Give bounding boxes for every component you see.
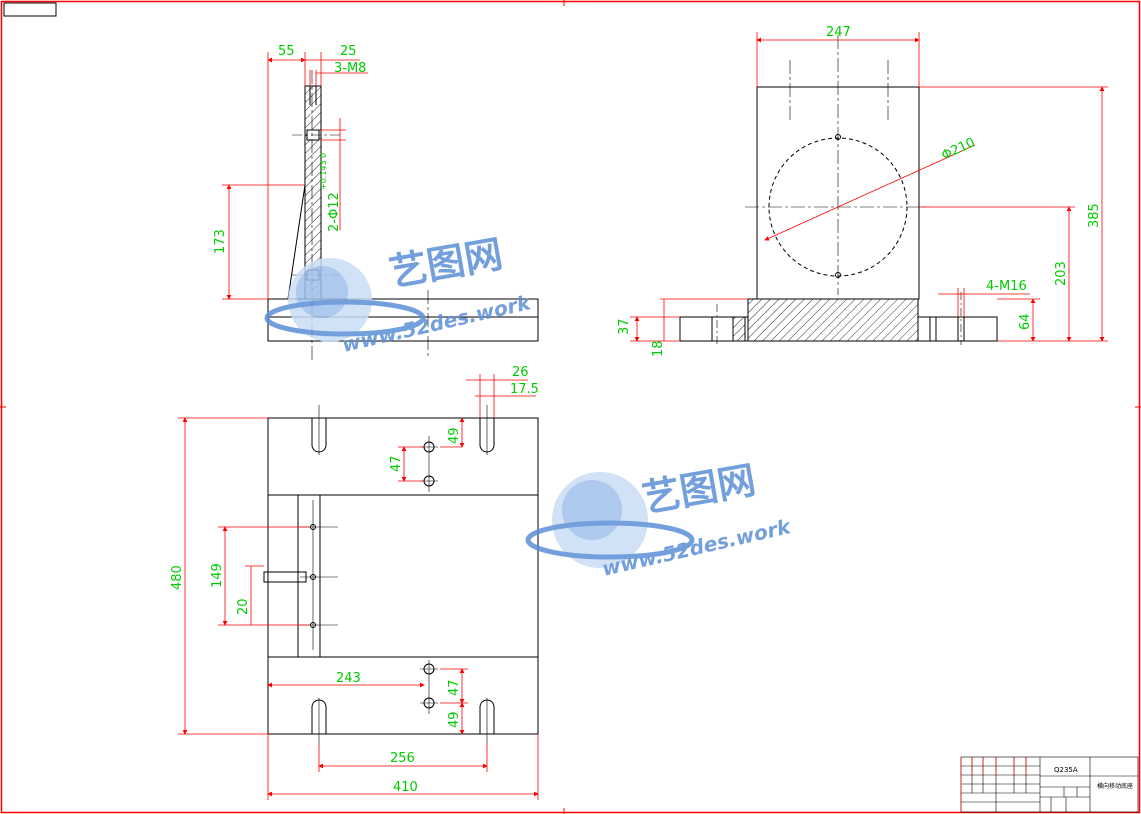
watermark-lower: 艺图网 www.52des.work xyxy=(525,458,794,581)
dim-side-25: 25 xyxy=(340,44,357,59)
dim-top-17-5: 17.5 xyxy=(510,382,539,397)
title-block-part-name: 横向移动底座 xyxy=(1097,782,1133,790)
dim-front-203: 203 xyxy=(1054,261,1069,286)
dim-front-37: 37 xyxy=(617,318,632,335)
dim-side-173: 173 xyxy=(213,229,228,254)
dim-top-47-upper: 47 xyxy=(389,455,404,472)
dim-side-hole: 2-Φ12 xyxy=(327,192,342,232)
watermark-lower-brand: 艺图网 xyxy=(639,458,759,521)
dim-top-243: 243 xyxy=(336,671,361,686)
top-view-dimension-lines xyxy=(178,374,539,800)
dim-top-480: 480 xyxy=(170,565,185,590)
dim-side-hole-tolerance: +0.143 0 xyxy=(319,153,328,190)
dim-top-410: 410 xyxy=(393,780,418,795)
front-view xyxy=(679,35,998,345)
dim-front-diameter: Φ210 xyxy=(939,135,977,163)
watermark-upper-brand: 艺图网 xyxy=(386,232,506,295)
front-view-dimension-lines xyxy=(630,32,1108,342)
dim-top-49-lower: 49 xyxy=(447,711,462,728)
top-view xyxy=(263,405,539,745)
dim-front-385: 385 xyxy=(1087,203,1102,228)
dim-top-26: 26 xyxy=(512,365,529,380)
title-block-red-ticks xyxy=(960,757,1027,812)
dim-front-18: 18 xyxy=(651,340,666,357)
dim-front-64: 64 xyxy=(1018,313,1033,330)
dim-side-55: 55 xyxy=(278,44,295,59)
dim-top-149: 149 xyxy=(210,563,225,588)
dim-top-49-upper: 49 xyxy=(447,427,462,444)
dim-front-247: 247 xyxy=(826,25,851,40)
title-block-material: Q235A xyxy=(1054,766,1078,774)
dim-side-thread: 3-M8 xyxy=(334,61,366,76)
dim-front-thread: 4-M16 xyxy=(986,279,1027,294)
dim-top-47-lower: 47 xyxy=(447,679,462,696)
dim-top-20: 20 xyxy=(236,598,251,615)
dim-top-256: 256 xyxy=(390,751,415,766)
side-view-dimension-lines xyxy=(222,52,368,300)
